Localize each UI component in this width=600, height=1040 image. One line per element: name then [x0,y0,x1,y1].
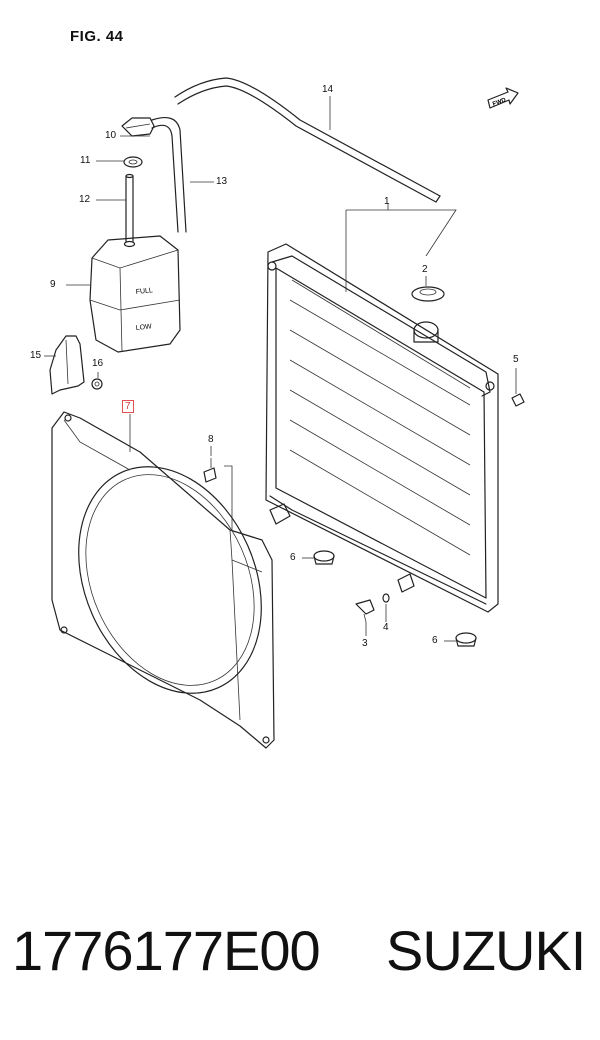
overflow-hose [174,77,441,203]
callout-11: 11 [80,155,91,166]
radiator [265,243,499,613]
reservoir-tank: FULL LOW [89,235,181,353]
drain-plug [355,599,375,623]
callout-7: 7 [122,400,134,413]
callout-12: 12 [79,194,91,205]
callout-3: 3 [362,638,368,649]
reservoir-pipe [123,173,136,248]
bracket-bolt [91,378,103,390]
fan-shroud [51,411,275,749]
reservoir-cap [121,117,155,137]
callout-1: 1 [384,196,390,207]
tank-full-label: FULL [135,287,153,296]
figure-title: FIG. 44 [70,28,124,45]
mount-cushion-lower [455,632,477,647]
callout-14: 14 [322,84,334,95]
callout-15: 15 [30,350,42,361]
reservoir-gasket [123,156,143,168]
shroud-bolt [203,458,217,483]
part-number: 1776177E00 [12,919,321,982]
callout-4: 4 [383,622,389,633]
fwd-arrow-icon: FWD [487,87,519,109]
reservoir-hose [151,117,187,233]
parts-diagram: FIG. 44 FWD [30,28,525,749]
drain-plug-oring [382,593,390,603]
callout-2: 2 [422,264,428,275]
callout-6-lower: 6 [432,635,438,646]
callout-8: 8 [208,434,214,445]
radiator-bolt [511,386,525,407]
callout-5: 5 [513,354,519,365]
callout-6-upper: 6 [290,552,296,563]
brand-name: SUZUKI [386,919,586,982]
fwd-label: FWD [492,97,508,108]
callout-13: 13 [216,176,228,187]
callout-16: 16 [92,358,104,369]
leader-lines [44,96,517,642]
callout-10: 10 [105,130,117,141]
mount-cushion-upper [313,550,335,565]
callout-9: 9 [50,279,56,290]
caption: 1776177E00 SUZUKI [0,918,600,1008]
reservoir-bracket [49,335,85,395]
tank-low-label: LOW [135,323,152,332]
diagram-drawing: FWD [44,77,525,749]
radiator-cap [411,286,445,302]
